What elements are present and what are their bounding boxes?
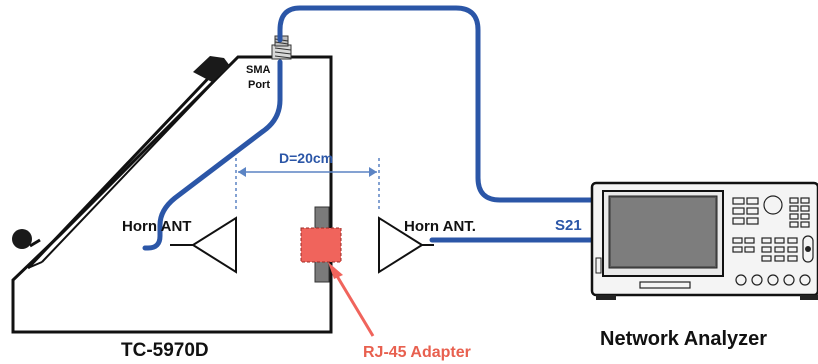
hinge-icon [12, 229, 32, 249]
distance-dimension [235, 158, 380, 212]
horn-ant-left-label: Horn ANT [122, 218, 191, 235]
horn-antenna-left [170, 216, 237, 274]
shield-box [11, 55, 333, 334]
rj45-adapter [300, 206, 375, 337]
sma-port-label-line1: SMA [246, 64, 271, 76]
network-analyzer-icon [590, 181, 818, 300]
network-analyzer-label: Network Analyzer [600, 328, 767, 350]
horn-antenna-right [378, 216, 434, 274]
horn-ant-right-label: Horn ANT. [404, 218, 476, 235]
adapter-label: RJ-45 Adapter [363, 344, 471, 361]
chamber-label: TC-5970D [121, 340, 209, 361]
distance-label: D=20cm [279, 150, 333, 166]
sma-port-label-line2: Port [248, 79, 270, 91]
coax-cable [142, 5, 595, 251]
s21-label: S21 [555, 217, 582, 234]
